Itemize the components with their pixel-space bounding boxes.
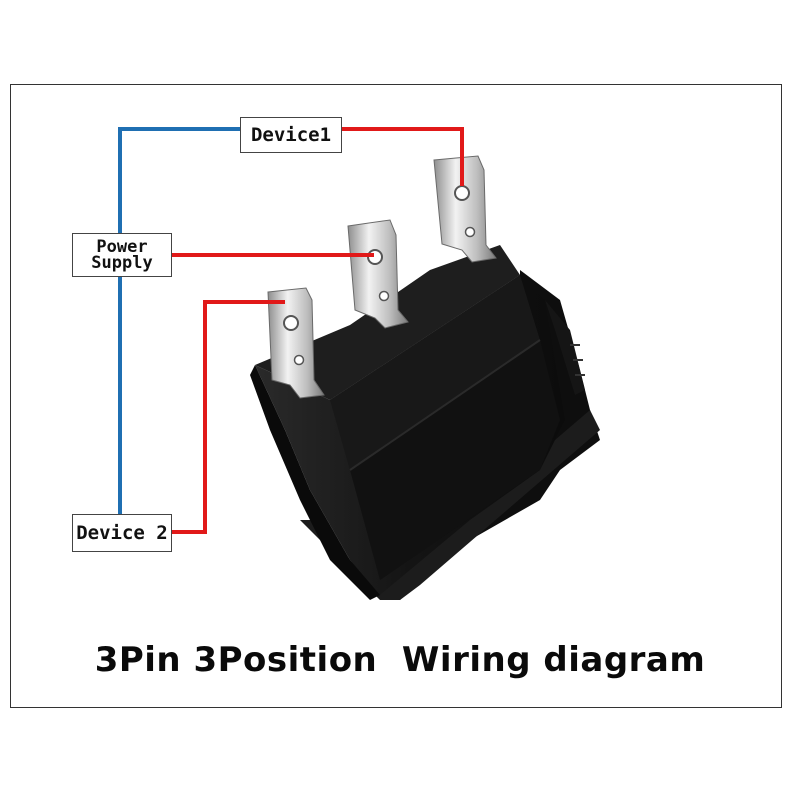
power-label-line1: Power [96,237,148,257]
device1-label: Device1 [240,117,342,153]
terminal-left [267,287,325,399]
red-wire-device2 [172,300,285,534]
device2-label-text: Device 2 [76,522,168,544]
device2-label: Device 2 [72,514,172,552]
diagram-title: 3Pin 3Position Wiring diagram [94,640,706,680]
device1-label-text: Device1 [250,124,332,146]
terminal-middle [347,219,409,329]
terminal-right [433,155,497,263]
power-supply-label: Power Supply [72,233,172,277]
red-wire-device1 [342,127,464,186]
diagram-frame [10,84,782,708]
blue-wire [118,127,240,514]
power-label-line2: Supply [91,253,153,273]
